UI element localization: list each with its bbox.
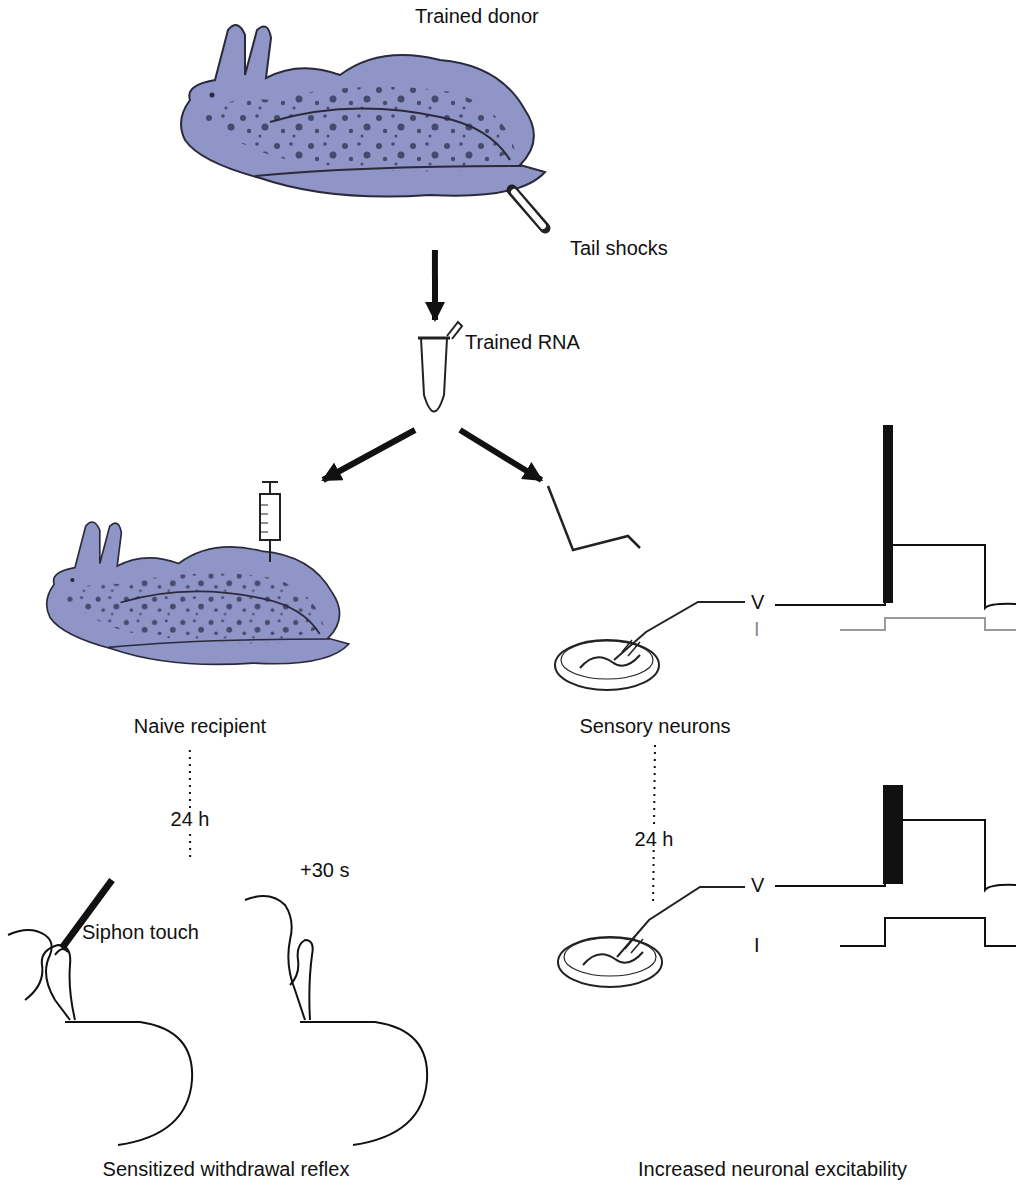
syringe (260, 482, 280, 562)
recipient-area: Naive recipient (41, 480, 359, 750)
delay-label: 24 h (632, 828, 677, 850)
culture-dish (558, 887, 745, 987)
voltage-trace (775, 425, 1016, 630)
reflex-result-area: Sensitized withdrawal reflex (2, 860, 450, 1195)
tail-electrode (512, 190, 545, 228)
flow-arrow (323, 430, 415, 480)
node-label: Sensitized withdrawal reflex (2, 1157, 450, 1181)
delay-label: 24 h (168, 808, 213, 830)
pipette (548, 486, 640, 550)
flow-arrow (460, 430, 541, 480)
time-delay-line (653, 745, 655, 905)
siphon-drawing (245, 896, 427, 1145)
annotation: Tail shocks (570, 236, 668, 260)
node-label: Increased neuronal excitability (526, 1157, 1019, 1181)
donor-label-area: Trained donor (180, 0, 600, 250)
culture-dish (555, 602, 745, 690)
neuron-culture-area: Sensory neurons (526, 480, 784, 745)
excitability-result-area: Increased neuronal excitability (526, 905, 1019, 1195)
trace-axis-label: I (754, 933, 760, 957)
trace-axis-label: V (751, 873, 764, 897)
node-label: Naive recipient (41, 714, 359, 738)
node-label: Sensory neurons (526, 714, 784, 738)
time-delay-line (189, 750, 191, 860)
node-label: Trained donor (415, 4, 539, 28)
annotation: Siphon touch (82, 920, 199, 944)
trace-axis-label: V (751, 590, 764, 614)
flow-arrow (432, 250, 438, 320)
annotation: +30 s (300, 858, 349, 882)
voltage-trace (775, 785, 1016, 946)
donor-aplysia (181, 25, 545, 197)
rna-tube-area: Trained RNA (415, 320, 635, 430)
node-label: Trained RNA (465, 330, 580, 354)
rna-tube (418, 322, 462, 412)
recipient-aplysia (47, 522, 349, 664)
siphon-drawing (8, 880, 192, 1145)
trace-axis-label: I (754, 617, 760, 641)
